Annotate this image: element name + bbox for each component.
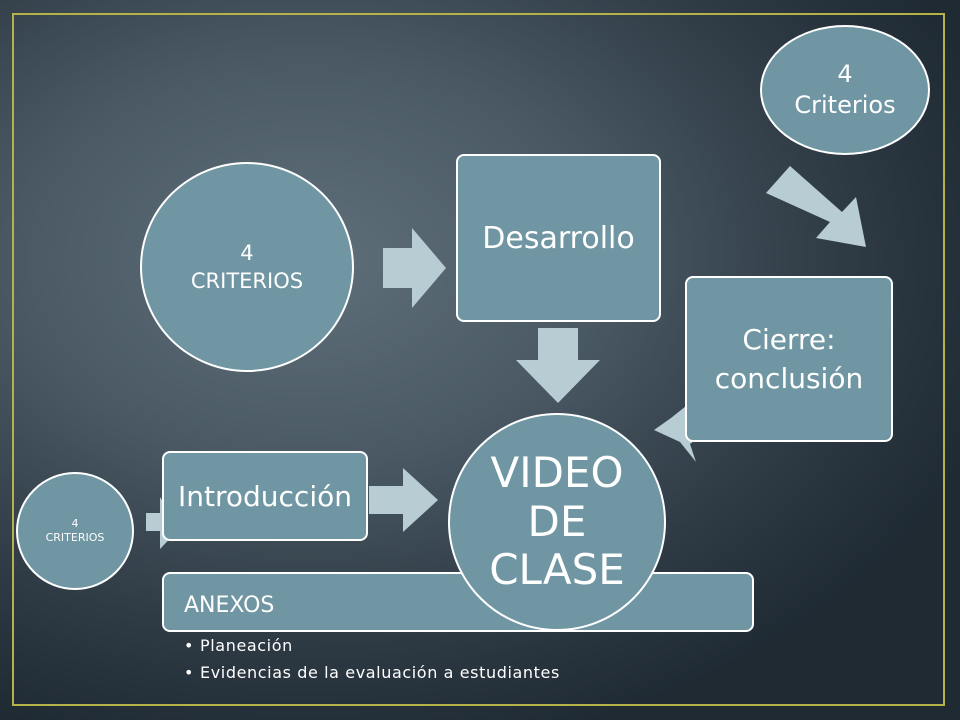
criterios-mid-node: 4 CRITERIOS xyxy=(140,162,354,372)
anexos-item-evidencias: Evidencias de la evaluación a estudiante… xyxy=(184,659,560,686)
anexos-item-planeacion: Planeación xyxy=(184,632,560,659)
anexos-node: ANEXOS xyxy=(162,572,754,632)
anexos-list: Planeación Evidencias de la evaluación a… xyxy=(184,632,560,686)
slide-frame xyxy=(12,13,945,706)
arrow-criterios-to-desarrollo xyxy=(383,228,446,308)
criterios-top-node: 4 Criterios xyxy=(760,25,930,155)
video-de-clase-node: VIDEO DE CLASE xyxy=(448,413,666,631)
arrow-desarrollo-to-video xyxy=(516,328,600,403)
arrow-criterios-to-cierre xyxy=(766,166,866,247)
introduccion-node: Introducción xyxy=(162,451,368,541)
desarrollo-node: Desarrollo xyxy=(456,154,661,322)
cierre-node: Cierre: conclusión xyxy=(685,276,893,442)
arrow-intro-to-video xyxy=(369,468,438,532)
criterios-small-node: 4 CRITERIOS xyxy=(16,472,134,590)
